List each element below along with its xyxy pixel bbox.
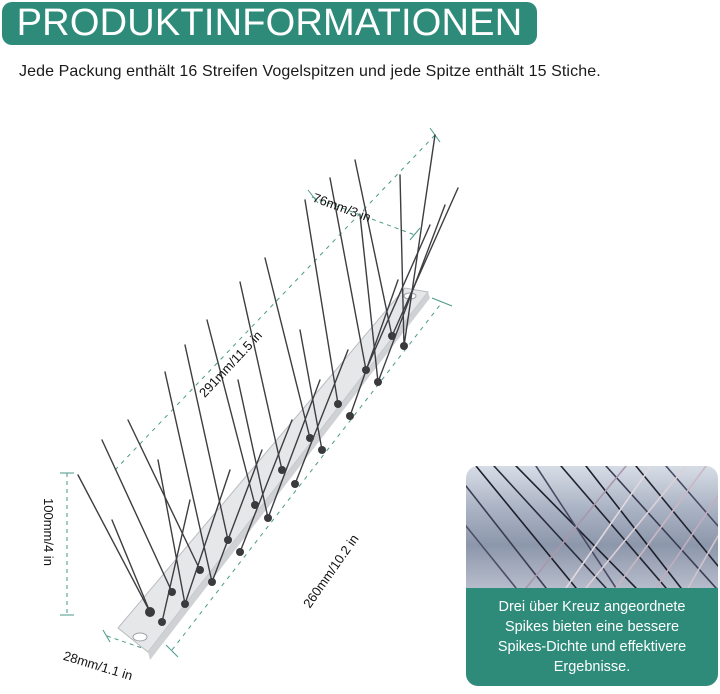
package-description: Jede Packung enthält 16 Streifen Vogelsp…	[19, 63, 601, 80]
closeup-caption: Drei über Kreuz angeordnete Spikes biete…	[466, 588, 718, 686]
spike-strip-drawing	[60, 127, 459, 660]
header-title-badge: PRODUKTINFORMATIONEN	[2, 2, 537, 45]
caption-line: Drei über Kreuz angeordnete	[498, 599, 686, 615]
caption-line: Spikes bieten eine bessere	[504, 619, 680, 635]
closeup-info-panel: Drei über Kreuz angeordnete Spikes biete…	[466, 466, 718, 686]
dimension-height: 100mm/4 in	[41, 498, 56, 566]
caption-line: Ergebnisse.	[553, 659, 631, 675]
caption-line: Spikes-Dichte und effektivere	[497, 639, 687, 655]
bird-spike-strip-illustration: 76mm/3 in 291mm/11.5 in 260mm/10.2 in 10…	[0, 100, 470, 689]
spike-closeup-photo	[466, 466, 718, 589]
